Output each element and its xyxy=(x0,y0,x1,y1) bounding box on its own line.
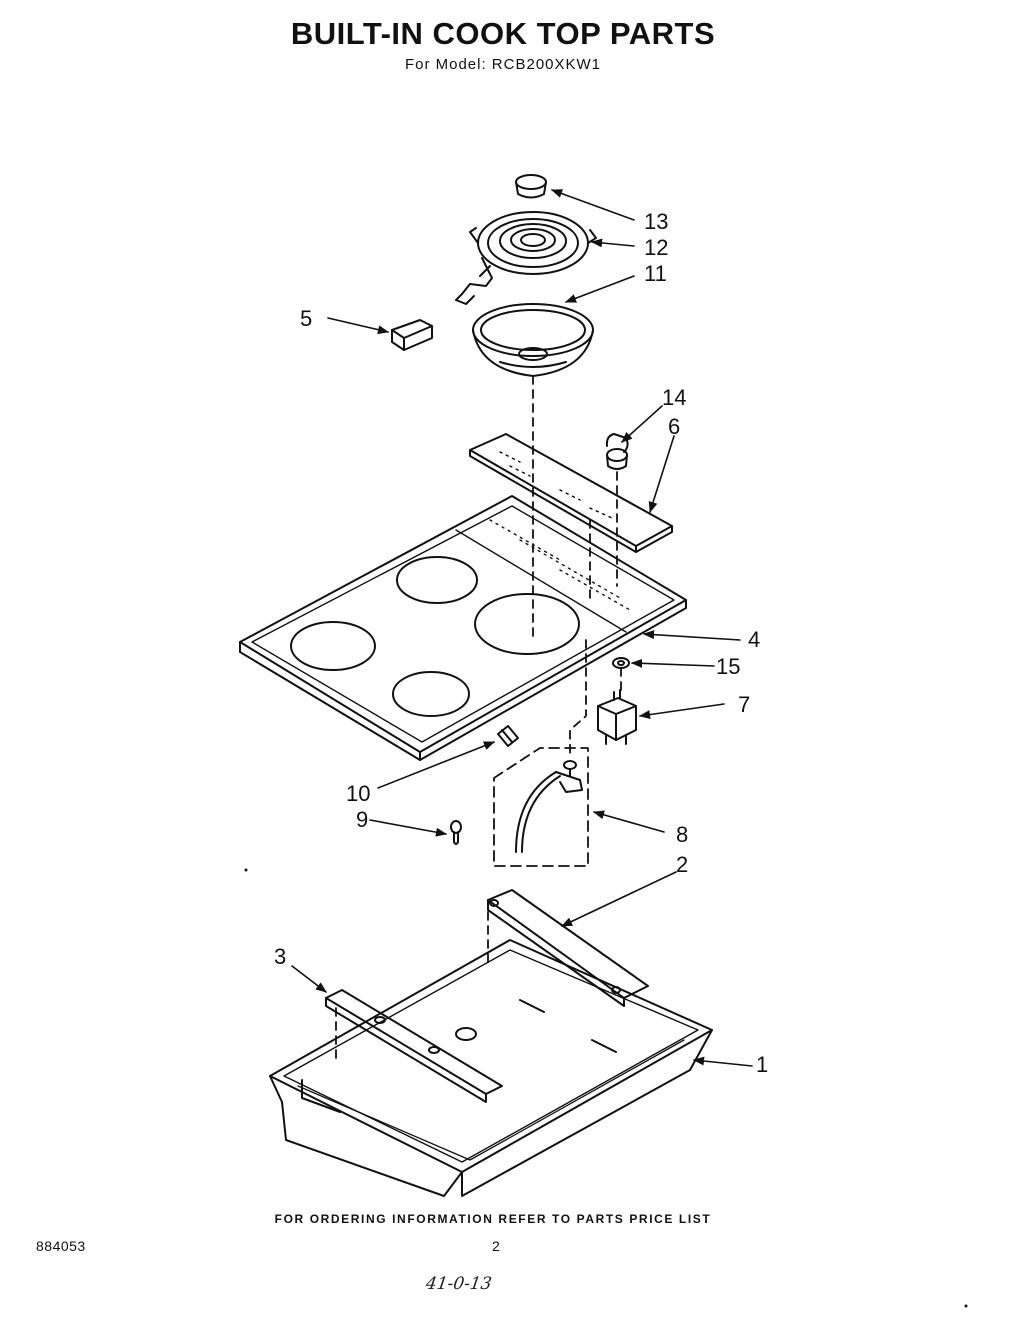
scan-speck xyxy=(244,868,248,872)
part-13-cap xyxy=(515,174,547,199)
callout-13: 13 xyxy=(644,209,668,234)
callout-7: 7 xyxy=(738,692,750,717)
callout-12: 12 xyxy=(644,235,668,260)
part-1-cooktop-box xyxy=(269,939,713,1197)
part-5-terminal-block xyxy=(391,319,433,351)
part-6-control-panel xyxy=(469,433,673,553)
part-11-drip-bowl xyxy=(472,303,594,377)
page-number: 2 xyxy=(492,1238,500,1254)
callout-5: 5 xyxy=(300,306,312,331)
part-7-switch xyxy=(597,689,637,745)
ordering-note: FOR ORDERING INFORMATION REFER TO PARTS … xyxy=(274,1212,712,1226)
callout-9: 9 xyxy=(356,807,368,832)
part-8-wire-harness xyxy=(493,747,589,867)
callout-14: 14 xyxy=(662,385,686,410)
part-9-screw xyxy=(450,820,462,845)
document-number: 884053 xyxy=(36,1238,86,1254)
callout-3: 3 xyxy=(274,944,286,969)
callout-numbers: 13 12 11 5 14 6 4 15 7 10 9 8 2 3 1 xyxy=(274,209,768,1077)
part-15-washer xyxy=(612,657,630,669)
model-subtitle: For Model: RCB200XKW1 xyxy=(404,56,602,73)
callout-1: 1 xyxy=(756,1052,768,1077)
handwritten-note: 41-0-13 xyxy=(424,1274,493,1294)
page-title: BUILT-IN COOK TOP PARTS xyxy=(290,16,716,51)
callout-15: 15 xyxy=(716,654,740,679)
part-4-cooktop-panel xyxy=(239,495,687,761)
leader-lines xyxy=(291,189,753,1067)
callout-11: 11 xyxy=(644,261,667,286)
callout-8: 8 xyxy=(676,822,688,847)
callout-2: 2 xyxy=(676,852,688,877)
part-10-wire-nut xyxy=(497,725,519,747)
alignment-lines xyxy=(335,375,622,1061)
callout-10: 10 xyxy=(346,781,370,806)
callout-4: 4 xyxy=(748,627,760,652)
scan-speck xyxy=(964,1304,968,1308)
part-14-control-knob xyxy=(605,433,629,470)
part-3-front-bracket xyxy=(325,989,503,1103)
part-12-surface-element xyxy=(455,211,597,305)
callout-6: 6 xyxy=(668,414,680,439)
part-2-rear-bracket xyxy=(487,889,649,1007)
